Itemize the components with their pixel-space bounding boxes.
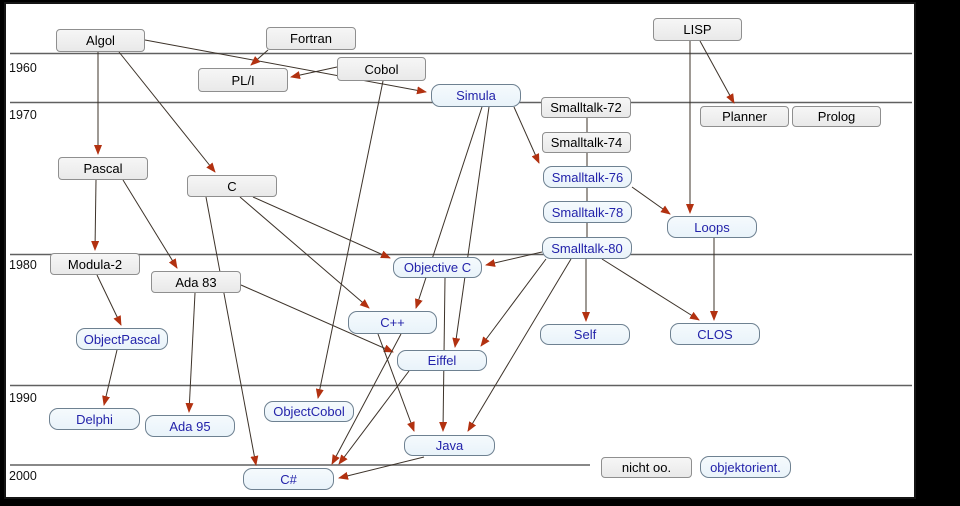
year-label-1970: 1970 [9, 108, 37, 122]
node-ada95: Ada 95 [145, 415, 235, 437]
node-delphi: Delphi [49, 408, 140, 430]
edge-smalltalk80-clos [601, 258, 700, 321]
edge-lines [91, 39, 735, 480]
edge-algol-simula [144, 39, 427, 95]
edge-c-csharp [205, 196, 259, 466]
node-clos: CLOS [670, 323, 760, 345]
edge-cobol-pli [290, 66, 338, 79]
node-smalltalk80: Smalltalk-80 [542, 237, 632, 259]
node-c: C [187, 175, 277, 197]
edge-cobol-objectcobol [315, 80, 384, 399]
node-prolog: Prolog [792, 106, 881, 127]
node-objectpascal: ObjectPascal [76, 328, 168, 350]
node-smalltalk74: Smalltalk-74 [542, 132, 631, 153]
node-planner: Planner [700, 106, 789, 127]
node-csharp: C# [243, 468, 334, 490]
node-lisp: LISP [653, 18, 742, 41]
node-cobol: Cobol [337, 57, 426, 81]
year-label-2000: 2000 [9, 469, 37, 483]
node-smalltalk72: Smalltalk-72 [541, 97, 631, 118]
year-label-1990: 1990 [9, 391, 37, 405]
edge-smalltalk80-objectivec [485, 251, 543, 267]
edge-java-csharp [338, 456, 425, 480]
node-objectivec: Objective C [393, 257, 482, 278]
edge-smalltalk80-eiffel [480, 258, 547, 347]
edge-smalltalk76-loops [631, 186, 671, 215]
edge-c-cpp [239, 196, 370, 309]
edge-c-objectivec [252, 196, 391, 259]
edge-cpp-java [377, 333, 415, 432]
node-algol: Algol [56, 29, 145, 52]
node-pli: PL/I [198, 68, 288, 92]
node-loops: Loops [667, 216, 757, 238]
edge-ada83-eiffel [240, 284, 394, 353]
node-legend-objektorient: objektorient. [700, 456, 791, 478]
year-label-1980: 1980 [9, 258, 37, 272]
edge-simula-smalltalk76 [513, 106, 540, 164]
edge-simula-eiffel [452, 106, 490, 348]
edge-ada83-ada95 [185, 292, 196, 413]
node-legend-nicht-oo: nicht oo. [601, 457, 692, 478]
year-label-1960: 1960 [9, 61, 37, 75]
edge-smalltalk80-java [467, 258, 572, 432]
node-smalltalk76: Smalltalk-76 [543, 166, 632, 188]
edge-lisp-planner [699, 40, 735, 104]
edge-pascal-modula2 [91, 179, 100, 251]
node-simula: Simula [431, 84, 521, 107]
node-smalltalk78: Smalltalk-78 [543, 201, 632, 223]
node-modula2: Modula-2 [50, 253, 140, 275]
node-eiffel: Eiffel [397, 350, 487, 371]
node-cpp: C++ [348, 311, 437, 334]
node-java: Java [404, 435, 495, 456]
edge-eiffel-csharp [338, 370, 410, 465]
node-objectcobol: ObjectCobol [264, 401, 354, 422]
node-fortran: Fortran [266, 27, 356, 50]
node-pascal: Pascal [58, 157, 148, 180]
edge-objectpascal-delphi [102, 349, 118, 406]
edge-modula2-objectpascal [96, 274, 122, 326]
edge-cpp-csharp [331, 333, 402, 465]
edge-fortran-pli [250, 49, 269, 66]
edge-algol-c [118, 51, 216, 173]
node-self: Self [540, 324, 630, 345]
edge-pascal-ada83 [122, 179, 178, 269]
node-ada83: Ada 83 [151, 271, 241, 293]
